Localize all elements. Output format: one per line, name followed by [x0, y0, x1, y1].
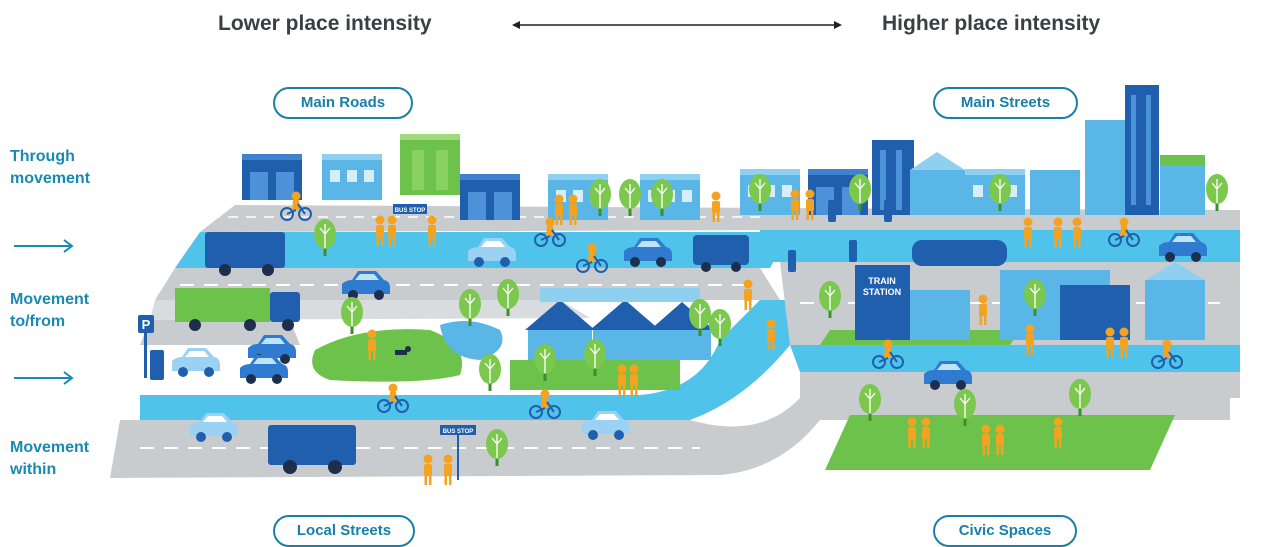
- train-station-sign: TRAIN: [868, 276, 896, 286]
- main-roads-label: Main Roads: [273, 87, 413, 119]
- arrow-right-icon: [14, 239, 74, 253]
- lower-intensity-label: Lower place intensity: [218, 12, 432, 35]
- bus-stop-sign-1: BUS STOP: [395, 208, 426, 214]
- bus-stop-sign-2: BUS STOP: [443, 429, 474, 435]
- main-streets-label: Main Streets: [933, 87, 1078, 119]
- intensity-double-arrow: [512, 21, 842, 29]
- arrow-right-icon: [14, 371, 74, 385]
- svg-text:P: P: [142, 317, 151, 332]
- local-streets-label: Local Streets: [273, 515, 415, 547]
- train-station-sign-2: STATION: [863, 287, 901, 297]
- higher-intensity-label: Higher place intensity: [882, 12, 1101, 35]
- civic-spaces-label: Civic Spaces: [933, 515, 1077, 547]
